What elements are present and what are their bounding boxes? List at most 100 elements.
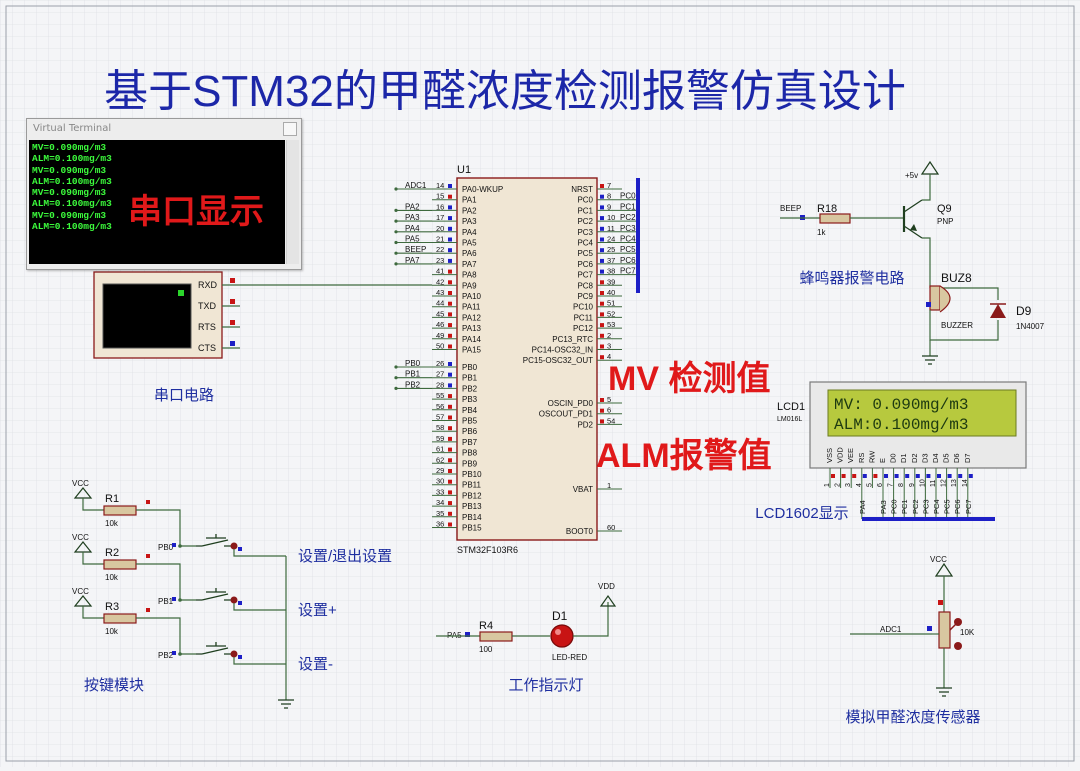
mcu-pin-number: 56: [436, 402, 444, 411]
net-junction: [178, 544, 182, 548]
pin-marker: [600, 248, 604, 253]
key-supply: VCC: [72, 587, 89, 596]
net-junction: [178, 598, 182, 602]
mcu-pin-number: 52: [607, 309, 615, 318]
annotation-serial-display: 串口显示: [128, 192, 264, 232]
mcu-pin-name: PB0: [462, 363, 478, 372]
mcu-pin-name: PB2: [462, 384, 478, 393]
mcu-pin-number: 62: [436, 455, 444, 464]
pin-marker: [146, 554, 150, 558]
pin-marker: [600, 323, 604, 328]
mcu-pin-name: PC8: [577, 281, 593, 290]
mcu-pin-name: PA9: [462, 281, 477, 290]
mcu-net-label: PA7: [405, 256, 420, 265]
pin-marker: [448, 344, 452, 349]
key-supply: VCC: [72, 479, 89, 488]
mcu-pin-name: PB14: [462, 513, 482, 522]
mcu-pin-name: PB15: [462, 524, 482, 533]
sensor-net-label: ADC1: [880, 625, 902, 634]
pin-marker: [448, 501, 452, 506]
pin-marker: [600, 216, 604, 221]
mcu-net-label: BEEP: [405, 245, 426, 254]
mcu-pin-name: OSCIN_PD0: [548, 399, 594, 408]
pin-marker: [146, 608, 150, 612]
lcd-pin-number: 1: [824, 483, 831, 487]
lcd-component: MV: 0.090mg/m3 ALM:0.100mg/m3 LCD1 LM016…: [777, 381, 1027, 521]
lcd-pin-number: 4: [856, 483, 863, 487]
key-resistor-ref: R1: [105, 493, 119, 505]
pin-marker: [448, 291, 452, 295]
push-button-icon[interactable]: [196, 588, 232, 601]
lcd-pin-name: D4: [931, 453, 940, 463]
pin-marker: [894, 474, 899, 478]
pin-marker: [448, 184, 452, 188]
buzzer-net-label: BEEP: [780, 204, 801, 213]
close-icon[interactable]: [283, 122, 297, 136]
key-wire: [136, 617, 196, 655]
push-button-icon[interactable]: [196, 534, 232, 547]
terminal-line: MV=0.090mg/m3: [32, 187, 107, 199]
terminal-scrollbar[interactable]: [286, 140, 299, 264]
key-resistor: [103, 613, 137, 624]
mcu-pin-number: 60: [607, 523, 615, 532]
mcu-pin-number: 24: [607, 235, 615, 244]
mcu-net-label: PA4: [405, 224, 420, 233]
pin-marker: [238, 547, 242, 551]
key-wire: [233, 603, 286, 611]
net-junction: [394, 230, 398, 234]
lcd-pin-number: 7: [888, 483, 895, 487]
key-resistor-value: 10k: [105, 627, 119, 636]
terminal-line: ALM=0.100mg/m3: [32, 221, 112, 233]
section-label-indicator: 工作指示灯: [508, 677, 583, 694]
pin-marker: [146, 500, 150, 504]
mcu-pin-number: 8: [607, 192, 611, 201]
mcu-pin-name: PA1: [462, 196, 477, 205]
mcu-pin-number: 21: [436, 235, 444, 244]
pin-marker: [958, 474, 963, 478]
mcu-net-label: PA5: [405, 235, 420, 244]
terminal-titlebar: Virtual Terminal: [33, 123, 112, 134]
key-resistor-value: 10k: [105, 573, 119, 582]
mcu-pin-name: PB10: [462, 470, 482, 479]
terminal-line: MV=0.090mg/m3: [32, 209, 107, 221]
mcu-net-label: PC0: [620, 192, 636, 201]
key-label: 设置+: [298, 602, 337, 619]
mcu-pin-name: PA7: [462, 260, 477, 269]
pin-marker: [600, 408, 604, 413]
terminal-line: MV=0.090mg/m3: [32, 142, 107, 153]
key-resistor: [103, 559, 137, 570]
net-junction: [394, 386, 398, 390]
pin-marker: [600, 419, 604, 424]
pin-marker: [448, 205, 452, 210]
lcd-pin-name: RW: [867, 450, 876, 463]
mcu-pin-number: 4: [607, 352, 611, 361]
mcu-pin-number: 34: [436, 498, 444, 507]
pin-marker: [448, 362, 452, 366]
mcu-pin-number: 35: [436, 509, 444, 518]
terminal-line: ALM=0.100mg/m3: [32, 175, 112, 187]
diode-ref: D9: [1016, 304, 1032, 318]
led-resistor-value: 100: [479, 645, 493, 654]
pin-marker: [600, 226, 604, 231]
pin-marker: [947, 474, 952, 478]
lcd-pin-number: 2: [835, 483, 842, 487]
pin-marker: [448, 511, 452, 516]
mcu-pin-number: 5: [607, 395, 611, 404]
pin-marker: [238, 655, 242, 659]
section-label-keys: 按键模块: [84, 677, 144, 694]
serial-pin-label: RTS: [198, 322, 216, 332]
push-button-icon[interactable]: [196, 642, 232, 655]
mcu-pin-number: 42: [436, 277, 444, 286]
mcu-pin-name: PB3: [462, 395, 478, 404]
lcd-net-label: PC5: [943, 499, 952, 514]
led-part: LED-RED: [552, 653, 587, 662]
lcd-pin-name: D1: [899, 453, 908, 463]
mcu-net-label: PC5: [620, 245, 636, 254]
lcd-pin-number: 5: [866, 483, 873, 487]
lcd-screen: [827, 389, 1017, 437]
